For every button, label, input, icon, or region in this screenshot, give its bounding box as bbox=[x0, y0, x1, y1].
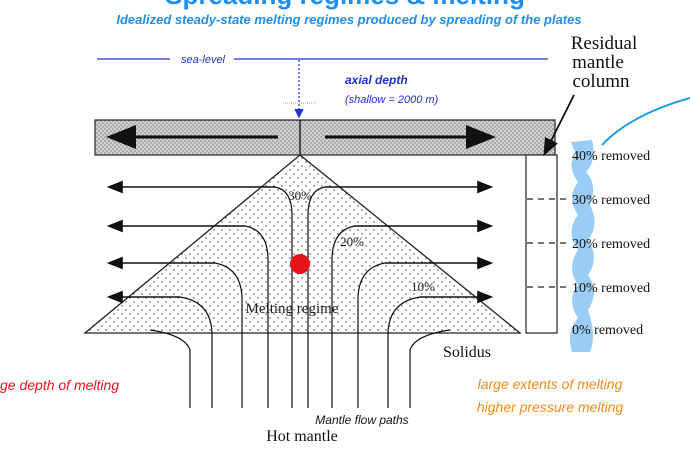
highlight-blob bbox=[570, 140, 595, 352]
column-dashes bbox=[527, 198, 567, 288]
melting-regime-label: Melting regime bbox=[246, 301, 339, 317]
label-20-percent: 20% bbox=[340, 234, 364, 249]
scale-label-0: 0% removed bbox=[572, 323, 643, 338]
column-pointer-arrow bbox=[543, 94, 575, 157]
flow-paths-left bbox=[149, 186, 293, 408]
sea-level-label: sea-level bbox=[181, 54, 226, 66]
scale-label-10: 10% removed bbox=[572, 281, 650, 296]
label-10-percent: 10% bbox=[411, 279, 435, 294]
scale-label-30: 30% removed bbox=[572, 193, 650, 208]
column-title-line-2: mantle bbox=[572, 52, 624, 73]
column-title-line-1: Residual bbox=[571, 33, 638, 54]
column-title-line-3: column bbox=[573, 71, 630, 92]
solidus-label: Solidus bbox=[443, 344, 491, 361]
flow-paths-right bbox=[307, 186, 451, 408]
scale-label-20: 20% removed bbox=[572, 237, 650, 252]
scale-label-40: 40% removed bbox=[572, 149, 650, 164]
melting-regime-triangle bbox=[83, 154, 522, 334]
left-note: ge depth of melting bbox=[0, 377, 119, 393]
residual-mantle-column bbox=[525, 154, 558, 334]
page-title: Spreading regimes & melting bbox=[165, 0, 525, 10]
label-30-percent: 30% bbox=[288, 188, 312, 203]
right-note-line-1: large extents of melting bbox=[478, 376, 623, 392]
subtitle: Idealized steady-state melting regimes p… bbox=[116, 12, 581, 27]
hot-mantle-label: Hot mantle bbox=[266, 428, 338, 445]
red-marker-dot bbox=[290, 254, 310, 274]
mantle-flow-paths-label: Mantle flow paths bbox=[315, 413, 408, 427]
axial-depth-label: axial depth bbox=[345, 73, 408, 87]
highlight-curve bbox=[601, 97, 690, 146]
axial-depth-note: (shallow = 2000 m) bbox=[345, 94, 439, 106]
column-scale: 40% removed 30% removed 20% removed 10% … bbox=[572, 149, 650, 338]
right-note-line-2: higher pressure melting bbox=[477, 399, 624, 415]
